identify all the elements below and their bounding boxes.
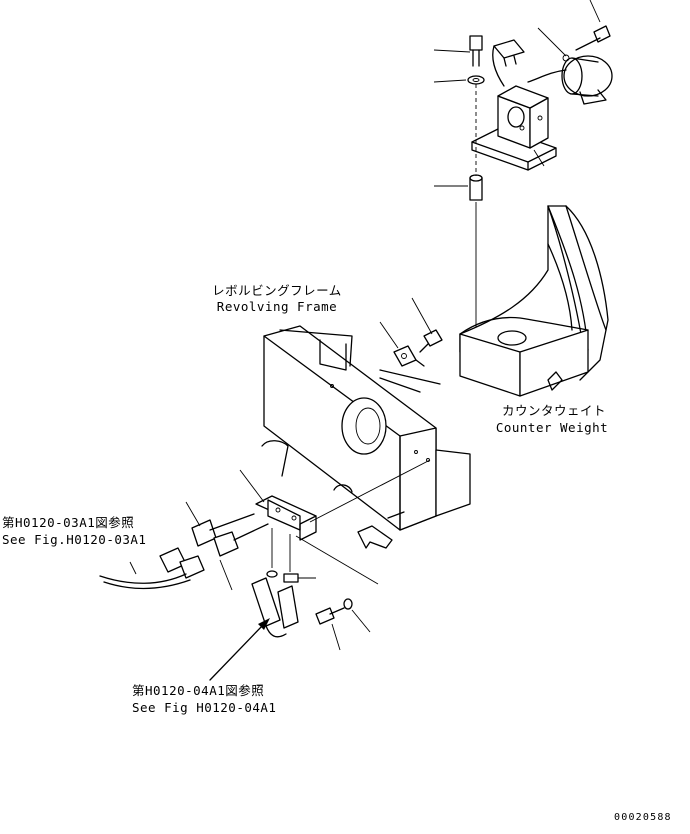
ref1-label-jp: 第H0120-03A1図参照 [2,515,135,530]
sensor-bracket-assembly [433,0,613,338]
revolving-frame-label-en: Revolving Frame [216,299,338,314]
drawing-number: 00020588 [614,812,672,823]
ref1-label-en: See Fig.H0120-03A1 [2,532,147,547]
counter-weight-part [459,205,609,397]
ref2-label-en: See Fig H0120-04A1 [132,700,277,715]
counter-weight-label-en: Counter Weight [495,420,609,435]
counter-weight-label-jp: カウンタウェイト [501,403,606,418]
ref2-label-jp: 第H0120-04A1図参照 [132,683,265,698]
revolving-frame-label-jp: レボルビングフレーム [212,283,342,298]
switch-bracket-assembly [99,459,431,681]
